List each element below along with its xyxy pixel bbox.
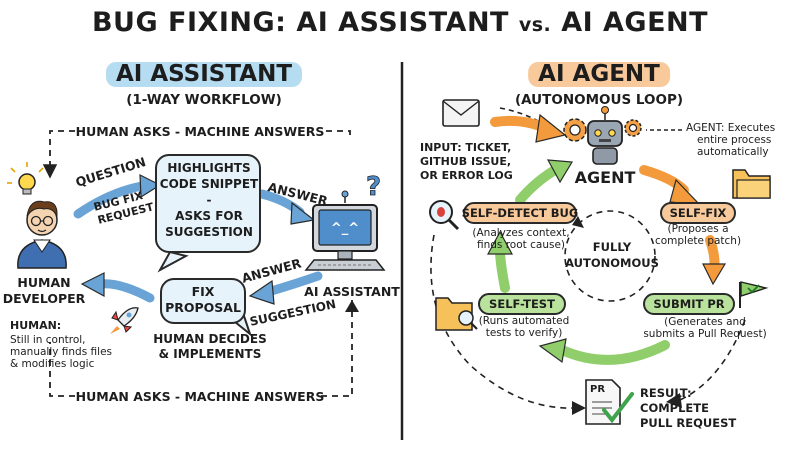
submit-pr-desc1: (Generates and	[664, 316, 746, 328]
self-fix-desc1: (Proposes a	[667, 223, 729, 235]
self-detect-desc2: finds root cause)	[476, 239, 566, 251]
human-note-line3: & modifies logic	[10, 358, 95, 370]
orange-arrow-to-submit	[702, 235, 727, 286]
human-label-line1: HUMAN	[17, 275, 71, 290]
blue-arrow-answer-bottom	[248, 271, 323, 305]
left-dashed-loop	[42, 130, 353, 397]
submit-pr-title: SUBMIT PR	[653, 297, 725, 311]
lightbulb-icon	[7, 162, 44, 195]
self-fix-title: SELF-FIX	[669, 206, 727, 220]
self-fix-desc2: complete patch)	[654, 235, 742, 247]
ai-assistant-subheader: (1-WAY WORKFLOW)	[126, 92, 282, 108]
self-test-desc2: tests to verify)	[485, 327, 563, 339]
bubble-top-line5: SUGGESTION	[165, 225, 253, 239]
human-decides-line1: HUMAN DECIDES	[153, 332, 267, 346]
ring-arrowhead-right	[666, 393, 682, 408]
result-line1: RESULT:	[640, 386, 692, 400]
ai-assistant-label: AI ASSISTANT	[304, 284, 400, 299]
gear-icon-small	[624, 119, 642, 137]
self-test-desc1: (Runs automated	[478, 315, 570, 327]
ai-agent-subheader: (AUTONOMOUS LOOP)	[514, 92, 684, 108]
bubble-top-line2: CODE SNIPPET	[159, 177, 259, 191]
bubble-code-snippet: HIGHLIGHTS CODE SNIPPET - ASKS FOR SUGGE…	[155, 154, 261, 253]
human-note-line2: manually finds files	[10, 346, 112, 358]
main-title: BUG FIXING: AI ASSISTANT vs. AI AGENT	[92, 8, 708, 38]
ai-assistant-header: AI ASSISTANT	[105, 61, 303, 88]
result-line2: COMPLETE	[640, 401, 709, 415]
human-label-line2: DEVELOPER	[2, 291, 86, 306]
self-test-title: SELF-TEST	[489, 297, 555, 311]
flag-icon	[739, 281, 769, 308]
dashed-up-arrowhead	[345, 300, 359, 312]
loop-circle-arrowhead	[572, 216, 584, 228]
envelope-icon	[442, 99, 480, 127]
outer-dashed-ring	[430, 234, 746, 409]
blue-arrow-to-human	[80, 272, 155, 303]
bug-search-icon	[429, 200, 460, 231]
submit-pr-pill: SUBMIT PR	[643, 293, 735, 315]
fix-proposal-line2: PROPOSAL	[165, 300, 241, 315]
agent-note-line2: entire process	[697, 134, 772, 146]
self-test-pill: SELF-TEST	[478, 293, 566, 315]
orange-arrow-input	[490, 113, 567, 143]
self-fix-pill: SELF-FIX	[660, 202, 736, 224]
loop-label-top: HUMAN ASKS - MACHINE ANSWERS	[75, 124, 325, 139]
agent-note-line3: automatically	[697, 146, 769, 158]
fix-proposal-line1: FIX	[191, 284, 215, 299]
question-mark-icon: ?	[366, 172, 381, 202]
agent-label: AGENT	[574, 168, 636, 187]
bubble-top-line4: ASKS FOR	[175, 209, 243, 223]
robot-icon	[587, 106, 623, 165]
self-detect-pill: SELF-DETECT BUG	[461, 202, 579, 224]
green-arrow-to-test	[538, 338, 670, 365]
bubble-top-line1: HIGHLIGHTS	[167, 161, 251, 175]
input-note-line2: GITHUB ISSUE,	[420, 155, 512, 168]
ring-arrowhead-result	[572, 401, 586, 415]
result-line3: PULL REQUEST	[640, 416, 737, 430]
folder-search-icon	[435, 297, 478, 331]
agent-note-line1: AGENT: Executes	[686, 122, 776, 134]
pr-document-icon	[585, 379, 634, 425]
gear-icon-large	[563, 118, 587, 142]
center-autonomous: AUTONOMOUS	[565, 256, 659, 270]
green-arrow-to-detect	[486, 230, 514, 293]
human-decides-line2: & IMPLEMENTS	[158, 347, 262, 361]
self-detect-title: SELF-DETECT BUG	[461, 206, 579, 220]
folder-icon	[732, 169, 771, 199]
center-fully: FULLY	[592, 240, 632, 254]
input-note-line1: INPUT: TICKET,	[420, 141, 512, 154]
ai-agent-header: AI AGENT	[528, 61, 670, 88]
bubble-top-tail	[157, 250, 189, 273]
orange-arrow-to-fix	[639, 165, 702, 206]
blue-arrow-question	[73, 174, 162, 219]
input-note-line3: OR ERROR LOG	[420, 169, 513, 182]
title-right-part: AI AGENT	[561, 7, 709, 38]
loop-label-bottom: HUMAN ASKS - MACHINE ANSWERS	[75, 389, 325, 404]
bubble-top-line3: -	[206, 193, 212, 207]
human-note-line1: Still in control,	[10, 334, 86, 346]
human-developer-icon	[17, 200, 67, 269]
blue-arrow-answer-top	[257, 189, 316, 225]
self-detect-desc1: (Analyzes context,	[472, 227, 570, 239]
title-left-part: BUG FIXING: AI ASSISTANT	[91, 7, 509, 38]
pr-doc-text: PR	[590, 384, 606, 395]
human-note-head: HUMAN:	[10, 319, 62, 332]
screen-face: ^_^	[330, 221, 360, 236]
submit-pr-desc2: submits a Pull Request)	[643, 328, 767, 340]
rocket-icon	[110, 307, 139, 334]
autonomous-loop-circle	[564, 210, 656, 302]
bubble-fix-proposal: FIX PROPOSAL	[160, 278, 246, 324]
ai-computer-icon	[304, 190, 386, 271]
green-arrow-to-agent	[515, 159, 574, 205]
title-vs: vs.	[518, 14, 552, 36]
